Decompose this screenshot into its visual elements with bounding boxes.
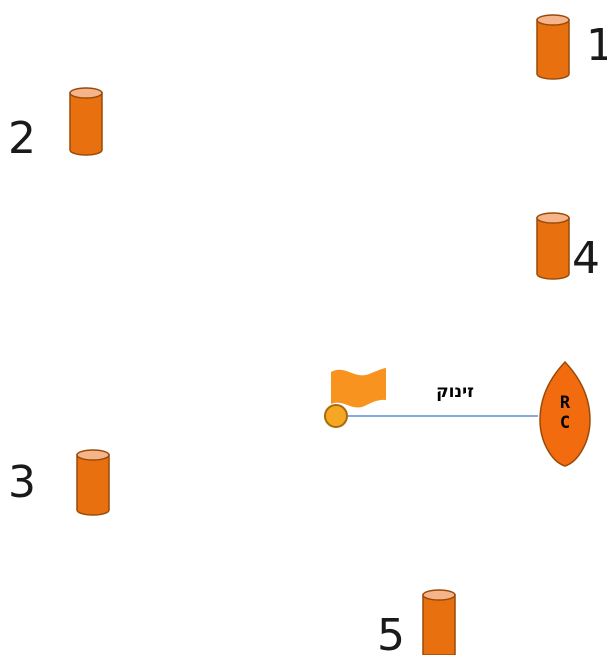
committee-boat: R C bbox=[539, 360, 591, 467]
committee-boat-letter-r: R bbox=[560, 393, 571, 413]
pin-buoy bbox=[324, 404, 348, 428]
buoy-2: 2 bbox=[8, 87, 103, 164]
buoy-4: 4 bbox=[536, 212, 600, 284]
committee-boat-hull bbox=[539, 360, 591, 467]
buoy-1-label: 1 bbox=[586, 20, 607, 71]
buoy-2-label: 2 bbox=[8, 113, 36, 164]
committee-boat-letter-c: C bbox=[560, 413, 570, 433]
pin-end bbox=[324, 368, 386, 428]
flag-icon bbox=[331, 368, 386, 408]
buoy-4-label: 4 bbox=[572, 233, 600, 284]
buoy-1: 1 bbox=[536, 14, 607, 80]
start-line-label: זינוק bbox=[436, 382, 474, 402]
buoy-5-label: 5 bbox=[377, 610, 405, 655]
buoy-3-label: 3 bbox=[8, 457, 36, 508]
buoy-3: 3 bbox=[8, 449, 110, 516]
buoy-5: 5 bbox=[377, 589, 456, 655]
start-line: זינוק bbox=[336, 382, 538, 417]
